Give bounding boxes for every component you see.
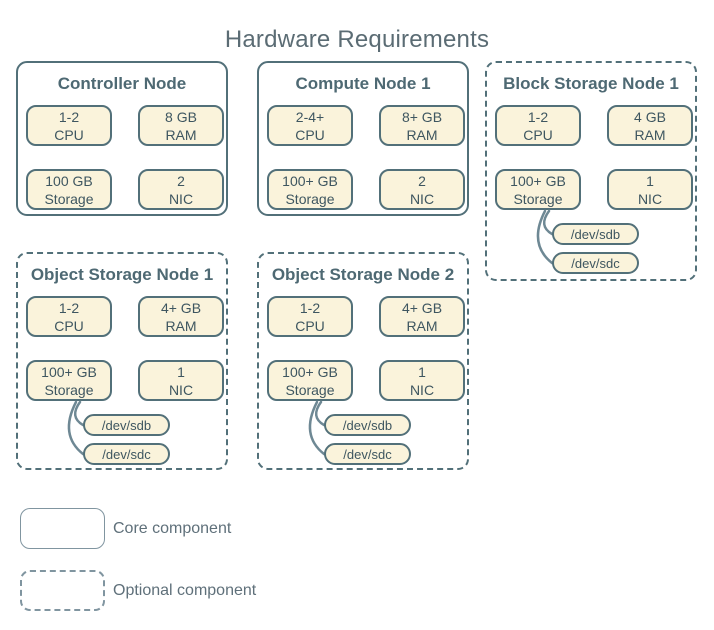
node-compute-1: Compute Node 1 2-4+ CPU 8+ GB RAM 100+ G… — [257, 61, 469, 216]
node-object-storage-1: Object Storage Node 1 1-2 CPU 4+ GB RAM … — [16, 252, 228, 470]
ram-cell: 4 GB RAM — [607, 105, 693, 146]
cell-label: CPU — [54, 126, 84, 143]
node-title: Object Storage Node 1 — [30, 265, 214, 284]
cell-label: CPU — [295, 317, 325, 334]
cell-value: 8+ GB — [401, 108, 443, 125]
nic-cell: 1 NIC — [138, 360, 224, 401]
storage-cell: 100+ GB Storage — [267, 360, 353, 401]
node-title: Controller Node — [57, 74, 187, 93]
cell-value: 100+ GB — [282, 363, 338, 380]
cpu-cell: 2-4+ CPU — [267, 105, 353, 146]
cell-label: Storage — [44, 190, 94, 207]
device-sdc: /dev/sdc — [324, 443, 411, 465]
nic-cell: 1 NIC — [379, 360, 465, 401]
cell-label: RAM — [406, 317, 438, 334]
cell-value: 100+ GB — [41, 363, 97, 380]
storage-cell: 100+ GB Storage — [495, 169, 581, 210]
node-title: Block Storage Node 1 — [503, 74, 679, 93]
cell-value: 2-4+ — [295, 108, 325, 125]
device-sdc: /dev/sdc — [552, 252, 639, 274]
legend-optional-label: Optional component — [113, 581, 257, 599]
cell-label: Storage — [285, 381, 335, 398]
cell-label: NIC — [409, 190, 435, 207]
cpu-cell: 1-2 CPU — [26, 105, 112, 146]
cell-value: 4+ GB — [160, 299, 202, 316]
cell-label: Storage — [513, 190, 563, 207]
cell-value: 1-2 — [58, 108, 80, 125]
cell-label: Storage — [44, 381, 94, 398]
nic-cell: 2 NIC — [379, 169, 465, 210]
cell-value: 100 GB — [45, 172, 93, 189]
cell-label: NIC — [637, 190, 663, 207]
node-title: Compute Node 1 — [295, 74, 431, 93]
ram-cell: 8 GB RAM — [138, 105, 224, 146]
cpu-cell: 1-2 CPU — [26, 296, 112, 337]
cell-value: 1 — [418, 363, 426, 380]
legend-optional-swatch — [20, 570, 105, 611]
cell-value: 100+ GB — [510, 172, 566, 189]
cell-value: 100+ GB — [282, 172, 338, 189]
cell-label: RAM — [165, 126, 197, 143]
cell-value: 1-2 — [58, 299, 80, 316]
cell-label: CPU — [523, 126, 553, 143]
cell-label: RAM — [406, 126, 438, 143]
ram-cell: 4+ GB RAM — [138, 296, 224, 337]
device-sdb: /dev/sdb — [324, 414, 411, 436]
cell-value: 1-2 — [299, 299, 321, 316]
storage-device-connector-lines — [67, 400, 85, 456]
device-sdc: /dev/sdc — [83, 443, 170, 465]
nic-cell: 1 NIC — [607, 169, 693, 210]
cell-label: Storage — [285, 190, 335, 207]
node-block-storage-1: Block Storage Node 1 1-2 CPU 4 GB RAM 10… — [485, 61, 697, 281]
ram-cell: 8+ GB RAM — [379, 105, 465, 146]
node-title: Object Storage Node 2 — [271, 265, 455, 284]
cell-label: NIC — [409, 381, 435, 398]
nic-cell: 2 NIC — [138, 169, 224, 210]
cell-value: 4 GB — [634, 108, 666, 125]
storage-cell: 100+ GB Storage — [26, 360, 112, 401]
cell-label: NIC — [168, 381, 194, 398]
diagram-title: Hardware Requirements — [224, 26, 490, 53]
cell-label: RAM — [165, 317, 197, 334]
cell-label: NIC — [168, 190, 194, 207]
storage-device-connector-lines — [308, 400, 326, 456]
cell-value: 8 GB — [165, 108, 197, 125]
cpu-cell: 1-2 CPU — [495, 105, 581, 146]
device-sdb: /dev/sdb — [83, 414, 170, 436]
storage-cell: 100 GB Storage — [26, 169, 112, 210]
legend-core-swatch — [20, 508, 105, 549]
cell-label: RAM — [634, 126, 666, 143]
cell-value: 2 — [177, 172, 185, 189]
storage-device-connector-lines — [536, 209, 554, 265]
node-object-storage-2: Object Storage Node 2 1-2 CPU 4+ GB RAM … — [257, 252, 469, 470]
ram-cell: 4+ GB RAM — [379, 296, 465, 337]
cell-value: 2 — [418, 172, 426, 189]
cell-value: 1 — [177, 363, 185, 380]
cell-value: 4+ GB — [401, 299, 443, 316]
cpu-cell: 1-2 CPU — [267, 296, 353, 337]
cell-value: 1 — [646, 172, 654, 189]
cell-label: CPU — [295, 126, 325, 143]
cell-label: CPU — [54, 317, 84, 334]
cell-value: 1-2 — [527, 108, 549, 125]
storage-cell: 100+ GB Storage — [267, 169, 353, 210]
device-sdb: /dev/sdb — [552, 223, 639, 245]
node-controller: Controller Node 1-2 CPU 8 GB RAM 100 GB … — [16, 61, 228, 216]
legend-core-label: Core component — [113, 519, 232, 537]
